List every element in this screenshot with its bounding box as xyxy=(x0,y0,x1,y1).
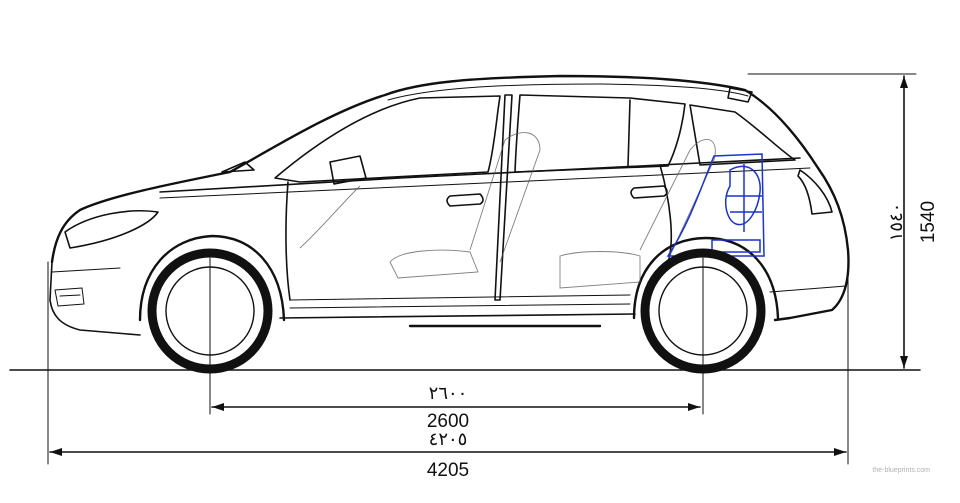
car-body xyxy=(49,74,850,336)
headlight xyxy=(64,210,159,249)
height-dimension: ١٥٤٠ 1540 xyxy=(886,75,939,369)
length-dimension: ٤٢٠٥ 4205 xyxy=(49,429,847,481)
length-value: 4205 xyxy=(427,460,469,481)
watermark: the-blueprints.com xyxy=(872,467,930,474)
front-door-handle xyxy=(446,193,484,207)
blue-seat-overlay xyxy=(666,153,765,257)
rear-door-handle xyxy=(630,185,668,199)
tail-lamp xyxy=(797,169,833,215)
rear-wheel-arch xyxy=(632,236,780,320)
extension-lines xyxy=(47,73,917,465)
length-value-arabic: ٤٢٠٥ xyxy=(429,429,468,449)
front-wheel xyxy=(147,248,273,374)
height-value: 1540 xyxy=(918,201,939,243)
wheelbase-dimension: ٢٦٠٠ 2600 xyxy=(211,383,701,432)
quarter-window xyxy=(689,104,796,166)
rear-window xyxy=(514,94,686,173)
height-value-arabic: ١٥٤٠ xyxy=(886,203,906,242)
rear-wheel xyxy=(640,248,766,374)
wheelbase-value-arabic: ٢٦٠٠ xyxy=(429,383,468,403)
front-wheel-arch xyxy=(138,234,286,322)
wheelbase-value: 2600 xyxy=(427,411,469,432)
side-mirror xyxy=(329,155,367,185)
front-window xyxy=(274,95,501,183)
